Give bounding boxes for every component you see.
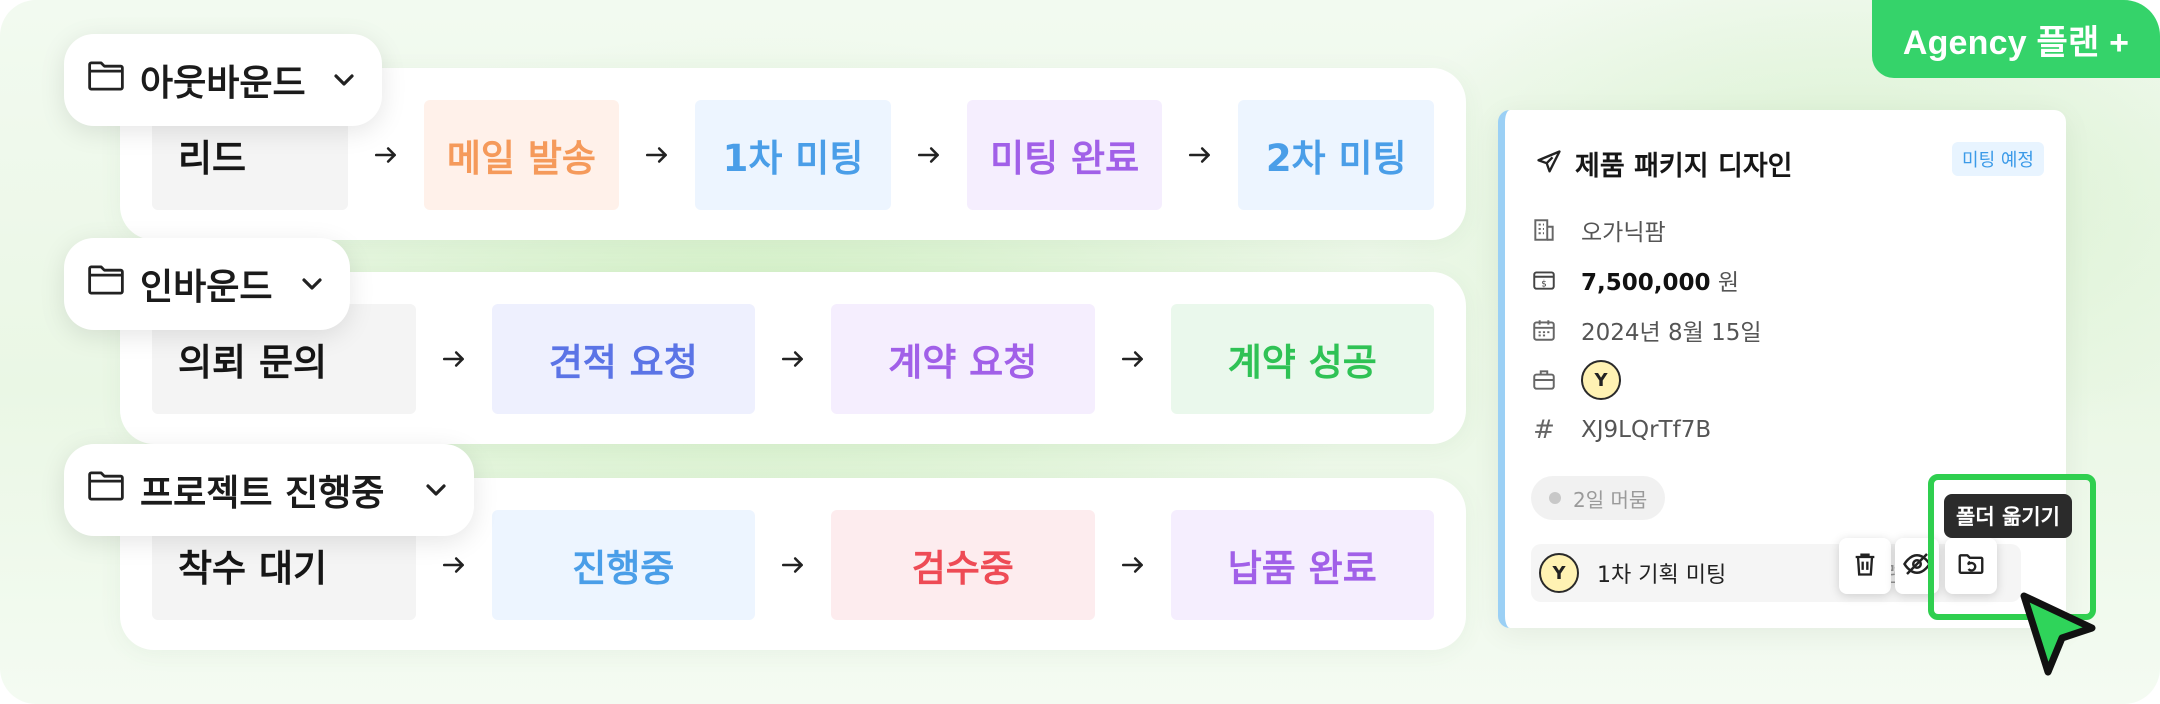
stage-메일 발송[interactable]: 메일 발송 [423, 100, 620, 210]
arrow-right-icon [776, 304, 810, 414]
stage-2차 미팅[interactable]: 2차 미팅 [1238, 100, 1434, 210]
company-name: 오가닉팜 [1581, 220, 1666, 246]
trash-icon [1851, 549, 1879, 583]
cursor-arrow-icon [2014, 588, 2102, 684]
amount-row: $ 7,500,000 원 [1529, 260, 1739, 300]
hide-button[interactable] [1895, 538, 1939, 594]
arrow-right-icon [640, 100, 674, 210]
eye-off-icon [1902, 549, 1932, 583]
status-badge: 미팅 예정 [1952, 142, 2044, 176]
deal-amount: 7,500,000 [1581, 270, 1711, 296]
stage-label: 견적 요청 [548, 341, 698, 384]
arrow-right-icon [1183, 100, 1217, 210]
stage-계약 요청[interactable]: 계약 요청 [831, 304, 1095, 414]
arrow-right-icon [776, 510, 810, 620]
arrow-right-icon [437, 304, 471, 414]
stage-1차 미팅[interactable]: 1차 미팅 [695, 100, 891, 210]
folder-dropdown[interactable]: 프로젝트 진행중 [64, 444, 474, 536]
hash-icon: # [1533, 415, 1555, 445]
deal-currency: 원 [1717, 270, 1739, 296]
stage-진행중[interactable]: 진행중 [491, 510, 755, 620]
arrow-right-icon [437, 510, 471, 620]
chevron-down-icon[interactable] [420, 474, 452, 506]
folder-name: 프로젝트 진행중 [140, 473, 385, 514]
stage-견적 요청[interactable]: 견적 요청 [491, 304, 755, 414]
briefcase-icon [1529, 367, 1559, 393]
folder-name: 인바운드 [140, 267, 273, 308]
stage-label: 2차 미팅 [1265, 137, 1407, 180]
delete-button[interactable] [1839, 538, 1891, 594]
stage-label: 납품 완료 [1227, 547, 1377, 590]
money-box-icon: $ [1529, 267, 1559, 293]
building-icon [1529, 217, 1559, 243]
folder-icon [86, 468, 126, 513]
activity-avatar: Y [1539, 553, 1579, 593]
deal-date: 2024년 8월 15일 [1581, 320, 1762, 346]
chevron-down-icon[interactable] [328, 64, 360, 96]
code-row: # XJ9LQrTf7B [1529, 410, 1711, 450]
folder-dropdown[interactable]: 인바운드 [64, 238, 350, 330]
stage-미팅 완료[interactable]: 미팅 완료 [966, 100, 1163, 210]
stage-label: 계약 요청 [888, 341, 1038, 384]
plan-badge-label: Agency 플랜 + [1902, 23, 2130, 62]
stage-검수중[interactable]: 검수중 [831, 510, 1095, 620]
stage-label: 메일 발송 [446, 137, 596, 180]
deal-code: XJ9LQrTf7B [1581, 417, 1712, 443]
plan-upgrade-badge[interactable]: Agency 플랜 + [1872, 0, 2160, 78]
stage-label: 미팅 완료 [990, 137, 1140, 180]
stage-label: 1차 미팅 [722, 137, 864, 180]
activity-title: 1차 기획 미팅 [1597, 563, 1727, 588]
deal-title: 제품 패키지 디자인 [1575, 151, 1793, 182]
svg-text:$: $ [1541, 280, 1547, 290]
folder-icon [86, 58, 126, 103]
folder-dropdown[interactable]: 아웃바운드 [64, 34, 382, 126]
stage-label: 착수 대기 [178, 547, 328, 590]
move-folder-button[interactable] [1945, 538, 1997, 594]
stage-label: 진행중 [572, 547, 675, 590]
folder-icon [86, 262, 126, 307]
calendar-icon [1529, 317, 1559, 343]
folder-name: 아웃바운드 [140, 63, 306, 104]
chevron-down-icon[interactable] [296, 268, 328, 300]
arrow-right-icon [369, 100, 403, 210]
send-icon [1535, 148, 1563, 180]
stage-label: 검수중 [911, 547, 1014, 590]
pipeline-card: 의뢰 문의 견적 요청 계약 요청 계약 성공 [120, 272, 1466, 444]
stay-dot [1549, 492, 1561, 504]
arrow-right-icon [912, 100, 946, 210]
stage-label: 리드 [178, 137, 247, 180]
stay-duration-pill: 2일 머뭄 [1531, 476, 1666, 520]
stage-label: 계약 성공 [1227, 341, 1377, 384]
deal-card[interactable]: 제품 패키지 디자인 미팅 예정 오가닉팜 $ 7,500,000 원 2024… [1498, 110, 2066, 628]
arrow-right-icon [1116, 304, 1150, 414]
company-row: 오가닉팜 [1529, 210, 1666, 250]
stage-계약 성공[interactable]: 계약 성공 [1170, 304, 1434, 414]
stage-label: 의뢰 문의 [178, 341, 328, 384]
owner-row: Y [1529, 360, 1621, 400]
arrow-right-icon [1116, 510, 1150, 620]
date-row: 2024년 8월 15일 [1529, 310, 1762, 350]
move-folder-tooltip: 폴더 옮기기 [1944, 494, 2072, 538]
move-folder-icon [1955, 549, 1987, 583]
stage-납품 완료[interactable]: 납품 완료 [1170, 510, 1434, 620]
owner-avatar[interactable]: Y [1581, 360, 1621, 400]
stay-label: 2일 머뭄 [1573, 487, 1648, 512]
